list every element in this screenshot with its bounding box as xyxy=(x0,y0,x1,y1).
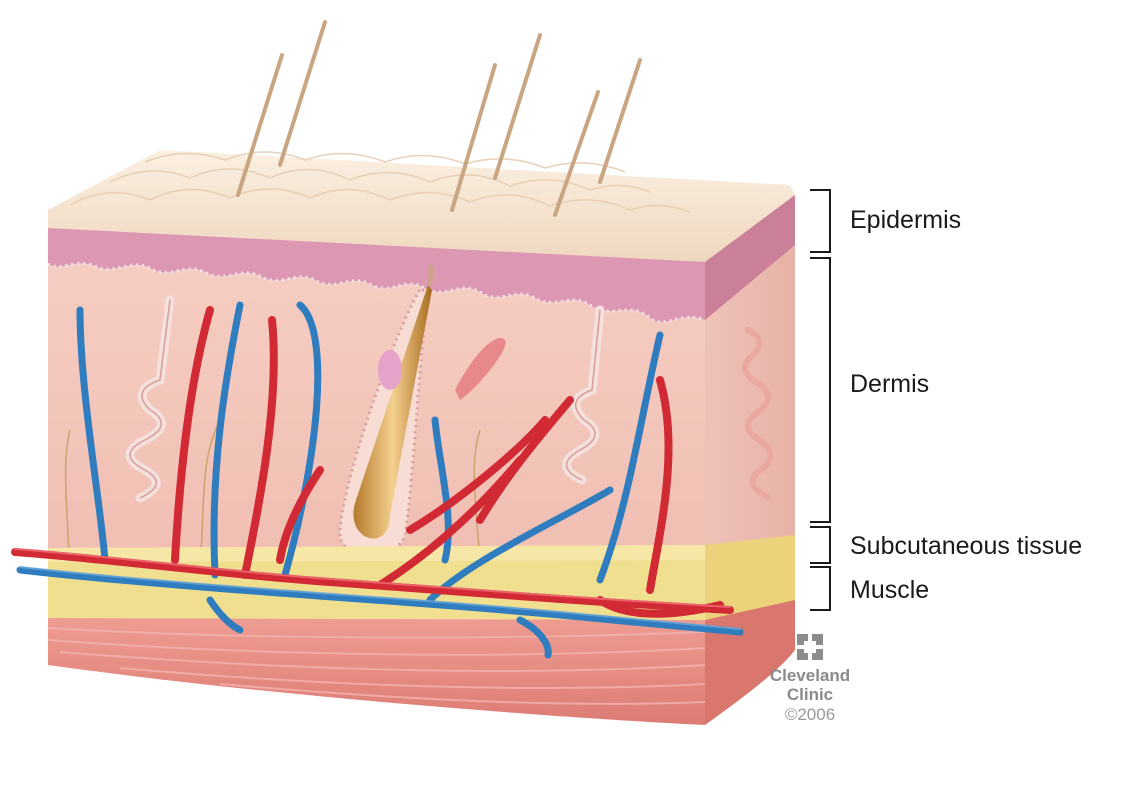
muscle-front xyxy=(48,618,705,725)
copyright-text: ©2006 xyxy=(760,704,860,726)
bracket-muscle xyxy=(810,567,830,610)
sebaceous-gland xyxy=(378,350,402,390)
cleveland-clinic-logo-icon xyxy=(795,632,825,662)
label-dermis: Dermis xyxy=(850,370,929,399)
bracket-epidermis xyxy=(810,190,830,252)
layer-brackets xyxy=(810,190,830,610)
logo-line-cleveland: Cleveland xyxy=(760,666,860,685)
label-epidermis: Epidermis xyxy=(850,206,961,235)
label-subcutaneous-tissue: Subcutaneous tissue xyxy=(850,532,1082,561)
follicle-hair-root xyxy=(430,265,432,285)
label-muscle: Muscle xyxy=(850,576,929,605)
logo-line-clinic: Clinic xyxy=(760,685,860,704)
cleveland-clinic-logo: Cleveland Clinic ©2006 xyxy=(760,632,860,726)
bracket-subcutaneous xyxy=(810,527,830,563)
bracket-dermis xyxy=(810,258,830,522)
